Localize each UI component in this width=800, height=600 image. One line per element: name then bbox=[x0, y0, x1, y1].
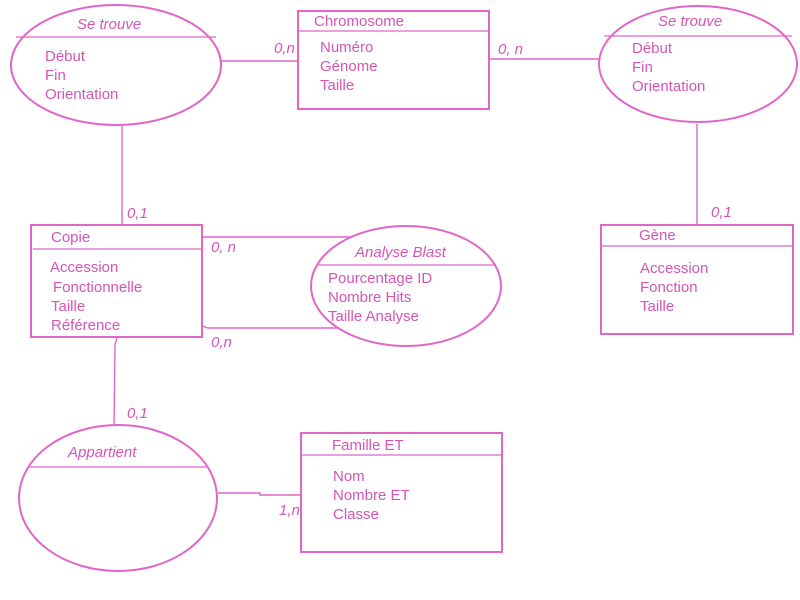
attribute: Fonction bbox=[640, 279, 698, 296]
attribute: Fin bbox=[45, 67, 66, 84]
attribute: Génome bbox=[320, 58, 378, 75]
entity-box bbox=[30, 224, 203, 338]
attribute: Début bbox=[45, 48, 86, 65]
ellipse bbox=[10, 4, 222, 126]
attribute: Nom bbox=[333, 468, 365, 485]
cardinality-gene-se-trouve: 0,1 bbox=[711, 204, 732, 221]
attribute: Référence bbox=[51, 317, 120, 334]
link-copie-blast-bottom bbox=[201, 325, 338, 329]
entity-title: Chromosome bbox=[314, 13, 404, 30]
entity-chromosome: Chromosome Numéro Génome Taille bbox=[297, 10, 490, 110]
attribute: Numéro bbox=[320, 39, 373, 56]
cardinality-famille-appartient: 1,n bbox=[279, 502, 300, 519]
ellipse bbox=[310, 225, 502, 347]
entity-title: Gène bbox=[639, 227, 676, 244]
attribute: Accession bbox=[640, 260, 708, 277]
cardinality-copie-appartient: 0,1 bbox=[127, 405, 148, 422]
association-title: Analyse Blast bbox=[354, 244, 447, 261]
cardinality-copie-blast-bottom: 0,n bbox=[211, 334, 232, 351]
attribute: Taille bbox=[320, 77, 354, 94]
association-se-trouve-left: Se trouve Début Fin Orientation bbox=[10, 4, 222, 126]
association-title: Se trouve bbox=[77, 16, 141, 33]
attribute: Classe bbox=[333, 506, 379, 523]
connections bbox=[113, 58, 698, 496]
ellipse bbox=[598, 5, 798, 123]
attribute: Orientation bbox=[45, 86, 118, 103]
attribute: Nombre ET bbox=[333, 487, 410, 504]
attribute: Début bbox=[632, 40, 673, 57]
cardinality-copie-se-trouve: 0,1 bbox=[127, 205, 148, 222]
link-copie-appartient bbox=[113, 337, 118, 428]
entity-box bbox=[600, 224, 794, 335]
entity-copie: Copie Accession Fonctionnelle Taille Réf… bbox=[30, 224, 203, 338]
attribute: Fin bbox=[632, 59, 653, 76]
attribute: Taille bbox=[51, 298, 85, 315]
association-title: Appartient bbox=[67, 444, 137, 461]
association-analyse-blast: Analyse Blast Pourcentage ID Nombre Hits… bbox=[310, 225, 502, 347]
association-title: Se trouve bbox=[658, 13, 722, 30]
link-appartient-famille bbox=[218, 492, 302, 496]
attribute: Accession bbox=[50, 259, 118, 276]
attribute: Taille Analyse bbox=[328, 308, 419, 325]
cardinality-chromosome-left: 0,n bbox=[274, 40, 295, 57]
cardinality-copie-blast-top: 0, n bbox=[211, 239, 236, 256]
cardinality-chromosome-right: 0, n bbox=[498, 41, 523, 58]
cardinality-labels: 0,n 0, n 0,1 0,1 0, n 0,n 0,1 1,n bbox=[127, 40, 732, 519]
attribute: Fonctionnelle bbox=[53, 279, 142, 296]
entity-title: Copie bbox=[51, 229, 90, 246]
entity-famille-et: Famille ET Nom Nombre ET Classe bbox=[300, 432, 503, 553]
entity-gene: Gène Accession Fonction Taille bbox=[600, 224, 794, 335]
entity-title: Famille ET bbox=[332, 437, 404, 454]
attribute: Taille bbox=[640, 298, 674, 315]
attribute: Pourcentage ID bbox=[328, 270, 432, 287]
entity-box bbox=[297, 10, 490, 110]
attribute: Nombre Hits bbox=[328, 289, 411, 306]
attribute: Orientation bbox=[632, 78, 705, 95]
ellipse bbox=[18, 424, 218, 572]
association-appartient: Appartient bbox=[18, 424, 218, 572]
association-se-trouve-right: Se trouve Début Fin Orientation bbox=[598, 5, 798, 123]
entity-box bbox=[300, 432, 503, 553]
